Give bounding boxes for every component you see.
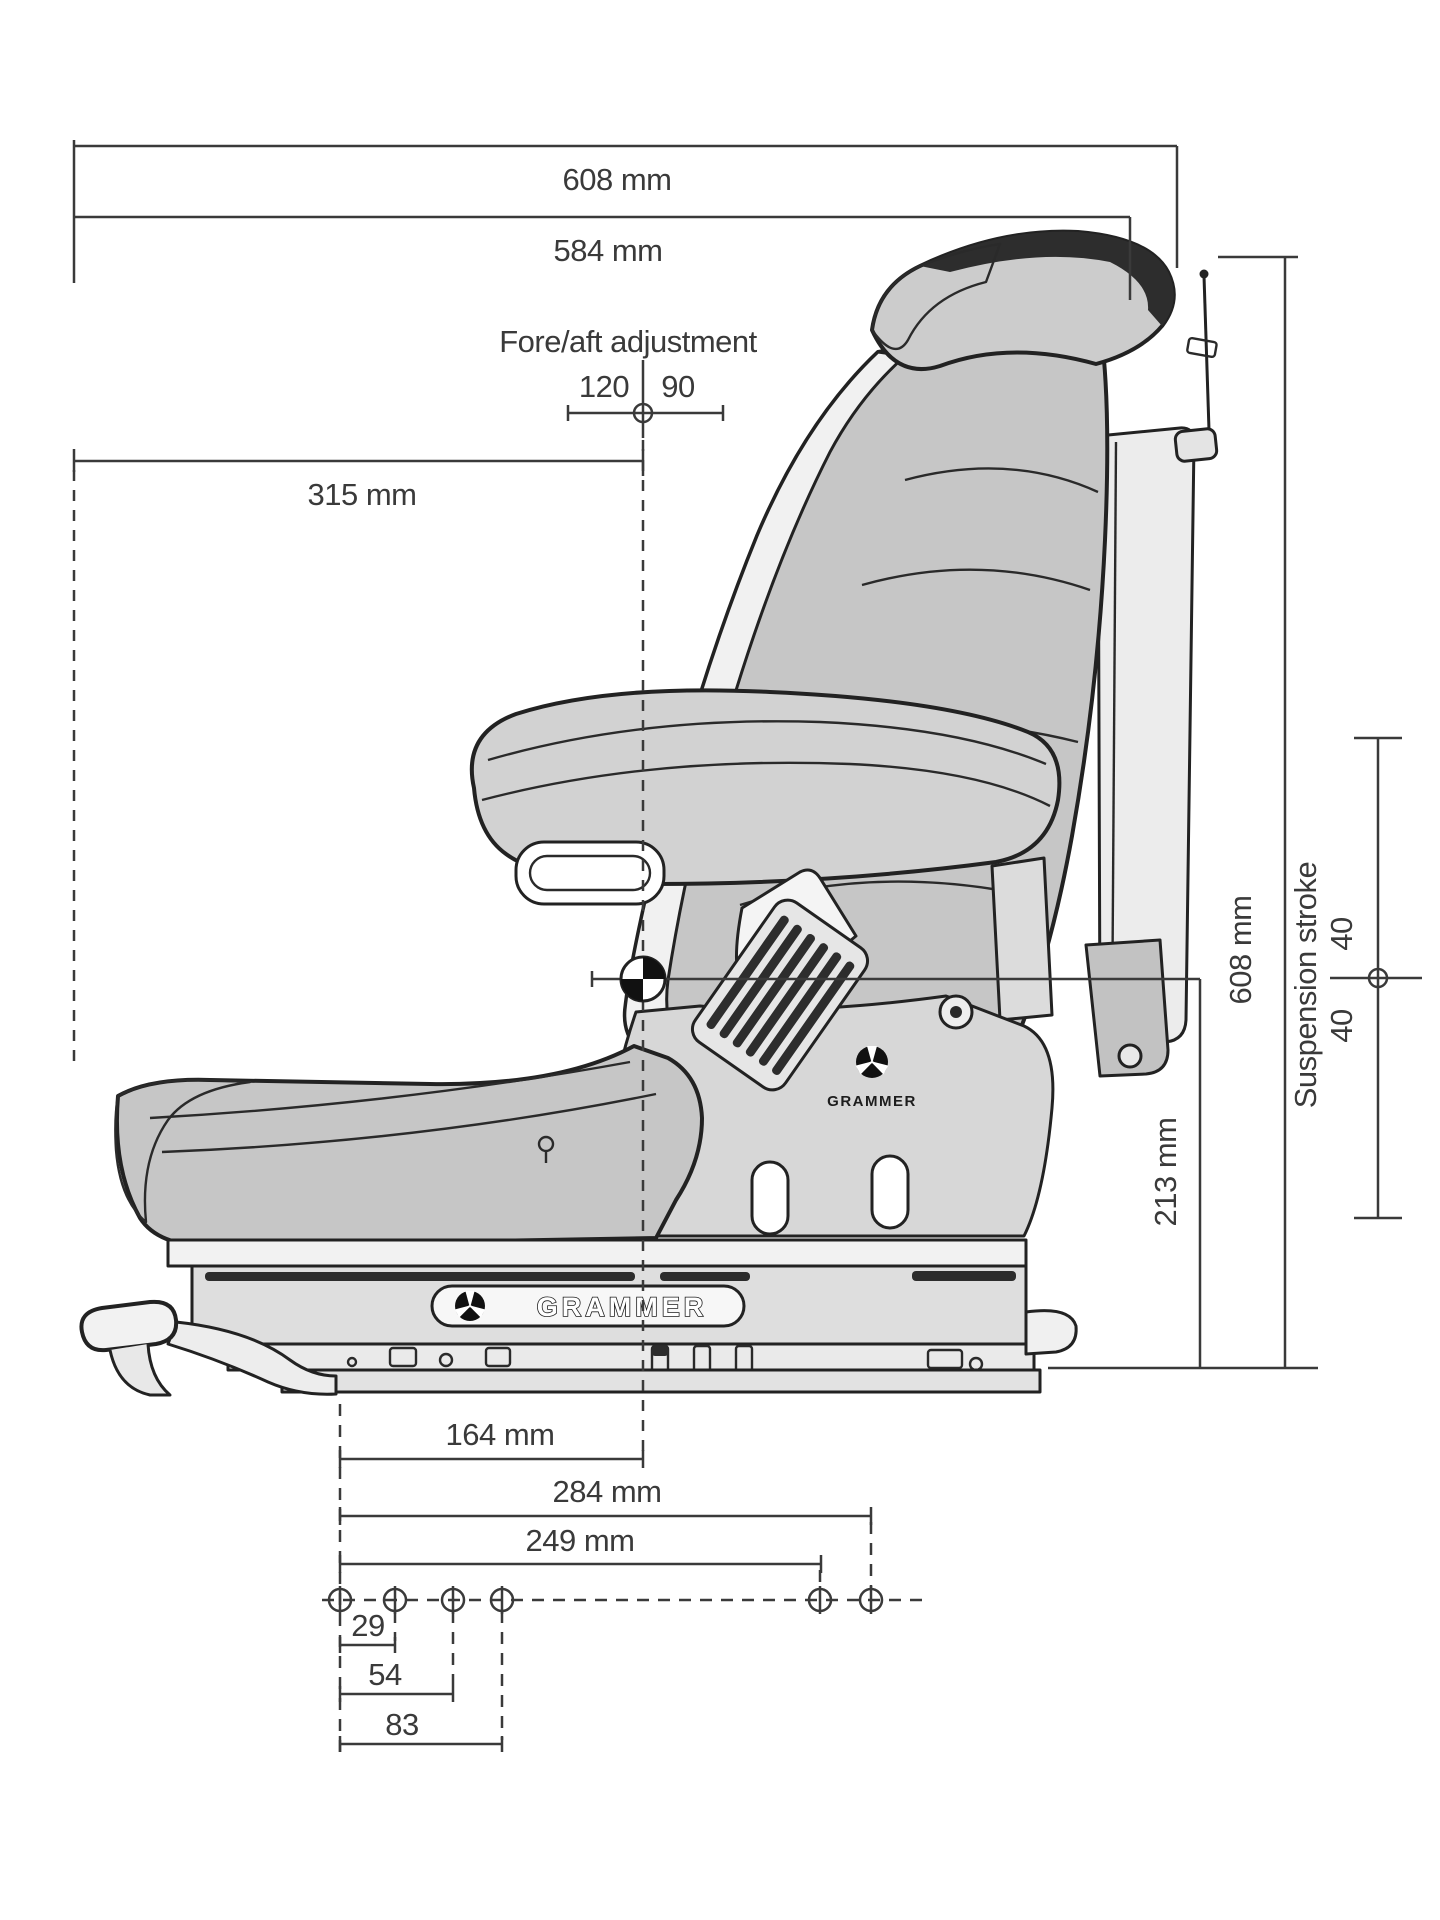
base-right-bracket	[1024, 1309, 1078, 1356]
lever-hinge	[108, 1343, 172, 1397]
rail-detail-3	[484, 1346, 512, 1368]
headrest	[870, 229, 1176, 372]
slide-rails	[226, 1342, 1042, 1394]
armrest-seam-2	[481, 761, 1051, 808]
dim-249-label: 249 mm	[526, 1523, 635, 1558]
seat-side-panel: GRAMMER	[599, 994, 1055, 1238]
suspension-40-upper: 40	[1324, 917, 1359, 951]
lever-arm	[166, 1320, 338, 1396]
armrest-handle-slot	[514, 840, 666, 906]
base-trim-bar-1	[205, 1272, 635, 1281]
suspension-stroke-label: Suspension stroke	[1288, 862, 1323, 1109]
dim-83-label: 83	[385, 1707, 418, 1742]
suspension-mid-marker	[1367, 967, 1389, 989]
rail-lower	[280, 1368, 1042, 1394]
recline-knob	[1173, 427, 1219, 463]
fore-aft-front-value: 90	[661, 369, 695, 404]
height-lever	[79, 1299, 338, 1397]
rod-tip	[1199, 269, 1209, 279]
armrest-handle	[528, 854, 652, 892]
hinge-pivot	[1117, 1043, 1143, 1069]
rail-detail-1	[388, 1346, 418, 1368]
headrest-guide-rod	[1202, 275, 1211, 431]
base-tray	[166, 1238, 1028, 1268]
mounting-holes	[327, 1586, 884, 1614]
dim-54-label: 54	[368, 1657, 402, 1692]
cushion-shape	[114, 1044, 704, 1248]
fore-aft-label: Fore/aft adjustment	[499, 324, 757, 359]
dim-fore-aft: Fore/aft adjustment 120 90	[499, 324, 758, 438]
grammer-badge: GRAMMER	[430, 1284, 746, 1328]
dim-backrest-width: 584 mm	[74, 215, 1132, 300]
seat-cushion	[114, 1044, 704, 1248]
dim-overall-height: 608 mm	[1218, 255, 1298, 1368]
dim-top-width: 608 mm	[72, 140, 1179, 283]
lever-knob	[79, 1299, 179, 1353]
rail-detail-4	[346, 1356, 358, 1368]
backrest-rear-panel	[1096, 269, 1219, 1048]
grammer-badge-icon	[454, 1291, 486, 1321]
dim-backrest-width-label: 584 mm	[554, 233, 663, 268]
rear-panel-seam	[1110, 441, 1118, 1039]
dimension-layer: 608 mm 584 mm Fore/aft adjustment 120 90…	[72, 140, 1422, 1758]
armrest-seam-1	[487, 720, 1047, 766]
backrest-pivot-center	[950, 1006, 962, 1018]
dim-top-width-label: 608 mm	[563, 162, 672, 197]
grammer-side-logo-text: GRAMMER	[827, 1093, 917, 1110]
dim-overall-height-label: 608 mm	[1223, 896, 1258, 1005]
backrest-seam-1	[904, 467, 1099, 494]
dim-29-label: 29	[351, 1608, 384, 1643]
cushion-seam-1	[149, 1060, 631, 1120]
rod-clip	[1186, 336, 1218, 359]
grammer-badge-text: GRAMMER	[537, 1292, 708, 1322]
armrest-support	[990, 856, 1054, 1022]
belt-ribbed-plate	[690, 898, 870, 1092]
belt-adjuster	[690, 868, 870, 1092]
side-panel-slot-1	[750, 1160, 790, 1236]
cushion-seam-2	[161, 1092, 657, 1154]
dim-cushion-depth-label: 315 mm	[308, 477, 417, 512]
armrest	[469, 688, 1062, 906]
side-panel-slot-2	[870, 1154, 910, 1230]
grammer-side-logo-icon	[855, 1046, 889, 1078]
cushion-front-band	[114, 1078, 252, 1224]
rail-detail-2	[438, 1352, 454, 1368]
seat-illustration: GRAMMER	[79, 229, 1219, 1397]
suspension-base: GRAMMER	[166, 1238, 1078, 1394]
backrest-seam-2	[861, 568, 1091, 592]
recliner-bracket	[1084, 938, 1170, 1078]
badge-plate	[430, 1284, 746, 1328]
headrest-front-panel	[870, 242, 1002, 351]
dim-284-label: 284 mm	[553, 1474, 662, 1509]
suspension-40-lower: 40	[1324, 1009, 1359, 1043]
fore-aft-rear-value: 120	[579, 369, 629, 404]
fore-aft-reference-marker	[632, 402, 654, 424]
cg-marker	[619, 955, 667, 1003]
headrest-top-band	[920, 231, 1174, 326]
dim-suspension-stroke: Suspension stroke 40 40	[1288, 736, 1422, 1220]
dim-base-height: 213 mm	[590, 971, 1318, 1370]
recliner-bracket-shape	[1084, 938, 1170, 1078]
dim-mounting: 164 mm 284 mm 249 mm	[322, 1404, 928, 1758]
rail-detail-5	[926, 1348, 964, 1370]
dim-cushion-depth: 315 mm	[72, 449, 645, 512]
base-trim-bar-2	[660, 1272, 750, 1281]
dim-base-height-label: 213 mm	[1148, 1118, 1183, 1227]
base-trim-bar-3	[912, 1271, 1016, 1281]
dim-164-label: 164 mm	[446, 1417, 555, 1452]
